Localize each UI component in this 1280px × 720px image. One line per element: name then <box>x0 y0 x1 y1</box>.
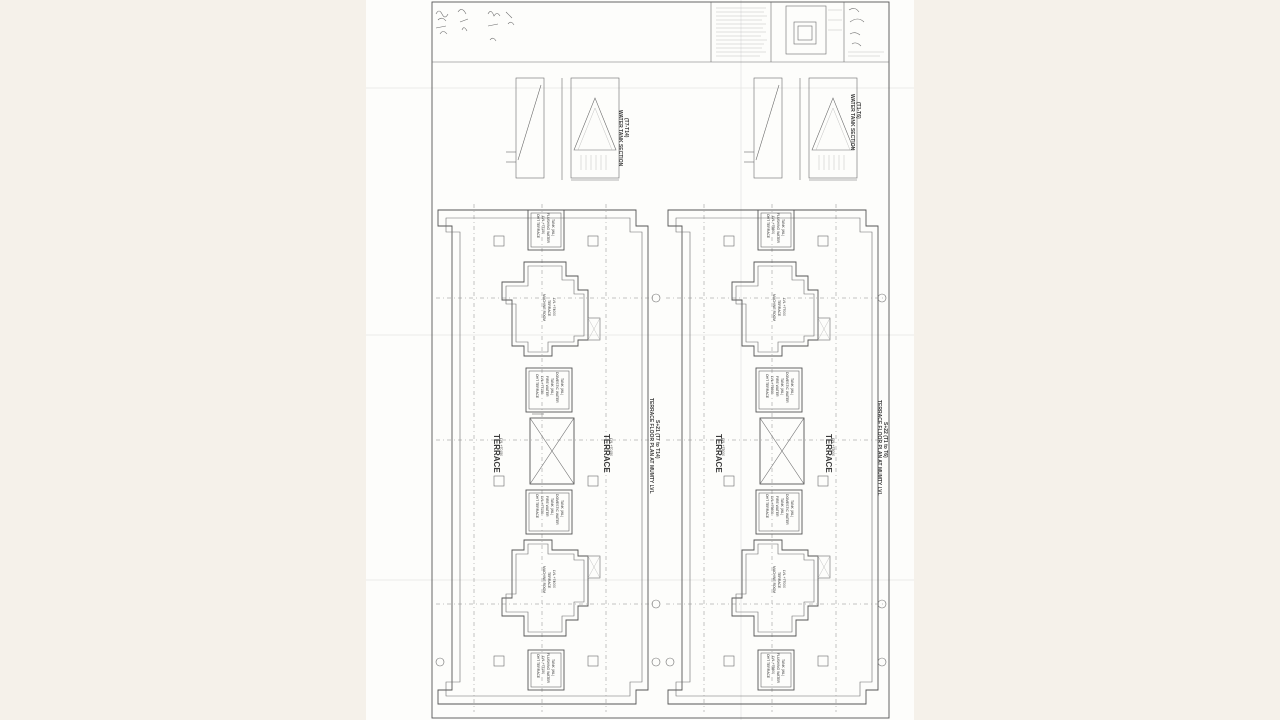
flushing-tank-top-right: FLUSHING WATER <box>776 213 780 244</box>
domestic-tank-sub-low-left: TANK (WL) <box>560 500 564 517</box>
plan-title-left: TERRACE FLOOR PLAN AT MUMTY LVL <box>648 398 654 494</box>
fire-tank-sub-low-right: TANK (WL) <box>780 498 784 515</box>
machine-room-top-right: MACHINE ROOM <box>772 294 776 321</box>
oht-lvl-low-left: LVL +77150 <box>540 496 544 514</box>
terrace-label-a-right: TERRACE <box>714 434 723 473</box>
oht-terrace-mid-left: OHT TERRACE <box>535 374 539 399</box>
machine-room-lvl-top-left: LVL +74000 <box>552 298 556 316</box>
section-subtitle-left: (T7-T14) <box>623 118 629 138</box>
machine-room-sub-low-left: TERRACE <box>547 572 551 589</box>
oht-lvl-bot-left: LVL +77150 <box>541 656 545 674</box>
machine-room-lvl-low-left: LVL +74000 <box>552 570 556 588</box>
flushing-tank-bot-left: FLUSHING WATER <box>546 653 550 684</box>
fire-tank-low-right: FIRE WATER <box>775 496 779 517</box>
flushing-tank-sub-bot-left: TANK (WL) <box>551 659 555 676</box>
fire-tank-sub-low-left: TANK (WL) <box>550 498 554 515</box>
oht-terrace-low-right: OHT TERRACE <box>765 494 769 519</box>
key-plan <box>785 5 842 55</box>
plan-title-right: TERRACE FLOOR PLAN AT MUMTY LVL <box>876 400 882 496</box>
water-tank-section-left: WATER TANK SECTION (T7-T14) <box>506 77 629 181</box>
machine-room-low-left: MACHINE ROOM <box>542 566 546 593</box>
drawing-sheet: WATER TANK SECTION (T7-T14) OHT TERRACE … <box>366 0 914 720</box>
fire-tank-low-left: FIRE WATER <box>545 496 549 517</box>
oht-lvl-mid-left: LVL +77150 <box>540 376 544 394</box>
terrace-level-b-right: LVL +73000 <box>831 438 835 456</box>
section-title-left: WATER TANK SECTION <box>617 110 623 167</box>
flushing-tank-top-left: FLUSHING WATER <box>546 213 550 244</box>
oht-lvl-low-right: LVL +79800 <box>770 496 774 514</box>
domestic-tank-mid-left: DOMESTIC WATER <box>555 372 559 403</box>
right-block: WATER TANK SECTION (T1-T6) OHT TERRACE L… <box>665 77 888 712</box>
terrace-level-a-right: LVL +73000 <box>721 438 725 456</box>
fire-tank-sub-mid-right: TANK (WL) <box>780 378 784 395</box>
section-title-right: WATER TANK SECTION <box>849 94 855 151</box>
terrace-level-a-left: LVL +70150 <box>499 438 503 456</box>
fire-tank-mid-left: FIRE WATER <box>545 376 549 397</box>
oht-terrace-low-left: OHT TERRACE <box>535 494 539 519</box>
architectural-drawing: WATER TANK SECTION (T7-T14) OHT TERRACE … <box>366 0 914 720</box>
flushing-tank-bot-right: FLUSHING WATER <box>776 653 780 684</box>
machine-room-top-left: MACHINE ROOM <box>542 294 546 321</box>
machine-room-sub-top-left: TERRACE <box>547 300 551 317</box>
machine-room-sub-top-right: TERRACE <box>777 300 781 317</box>
oht-lvl-top-left: LVL +77150 <box>541 216 545 234</box>
section-subtitle-right: (T1-T6) <box>855 102 861 119</box>
machine-room-low-right: MACHINE ROOM <box>772 566 776 593</box>
signature-marks <box>435 9 515 42</box>
oht-terrace-top-right: OHT TERRACE <box>766 214 770 239</box>
plan-subtitle-left: S+21 (T7 to T14) <box>654 420 660 459</box>
domestic-tank-sub-mid-right: TANK (WL) <box>790 378 794 395</box>
sheet-border <box>431 1 890 719</box>
machine-room-lvl-low-right: LVL +77000 <box>782 570 786 588</box>
flushing-tank-sub-top-left: TANK (WL) <box>551 219 555 236</box>
fire-tank-sub-mid-left: TANK (WL) <box>550 378 554 395</box>
oht-terrace-top-left: OHT TERRACE <box>536 214 540 239</box>
general-notes <box>716 7 767 57</box>
machine-room-lvl-top-right: LVL +77000 <box>782 298 786 316</box>
terrace-label-b-left: TERRACE <box>602 434 611 473</box>
terrace-label-b-right: TERRACE <box>824 434 833 473</box>
domestic-tank-mid-right: DOMESTIC WATER <box>785 372 789 403</box>
domestic-tank-sub-low-right: TANK (WL) <box>790 500 794 517</box>
oht-terrace-bot-left: OHT TERRACE <box>536 654 540 679</box>
domestic-tank-sub-mid-left: TANK (WL) <box>560 378 564 395</box>
water-tank-section-right: WATER TANK SECTION (T1-T6) <box>744 77 861 181</box>
flushing-tank-sub-top-right: TANK (WL) <box>781 219 785 236</box>
machine-room-sub-low-right: TERRACE <box>777 572 781 589</box>
oht-lvl-mid-right: LVL +79800 <box>770 376 774 394</box>
oht-lvl-top-right: LVL +79800 <box>771 216 775 234</box>
domestic-tank-low-right: DOMESTIC WATER <box>785 494 789 525</box>
fire-tank-mid-right: FIRE WATER <box>775 376 779 397</box>
terrace-level-b-left: LVL +70150 <box>609 438 613 456</box>
flushing-tank-sub-bot-right: TANK (WL) <box>781 659 785 676</box>
oht-terrace-mid-right: OHT TERRACE <box>765 374 769 399</box>
approval-stamp <box>848 8 884 57</box>
terrace-label-a-left: TERRACE <box>492 434 501 473</box>
oht-lvl-bot-right: LVL +79800 <box>771 656 775 674</box>
plan-subtitle-right: S+22 (T1 to T6) <box>882 422 888 458</box>
domestic-tank-low-left: DOMESTIC WATER <box>555 494 559 525</box>
oht-terrace-bot-right: OHT TERRACE <box>766 654 770 679</box>
left-block: WATER TANK SECTION (T7-T14) OHT TERRACE … <box>435 77 661 712</box>
